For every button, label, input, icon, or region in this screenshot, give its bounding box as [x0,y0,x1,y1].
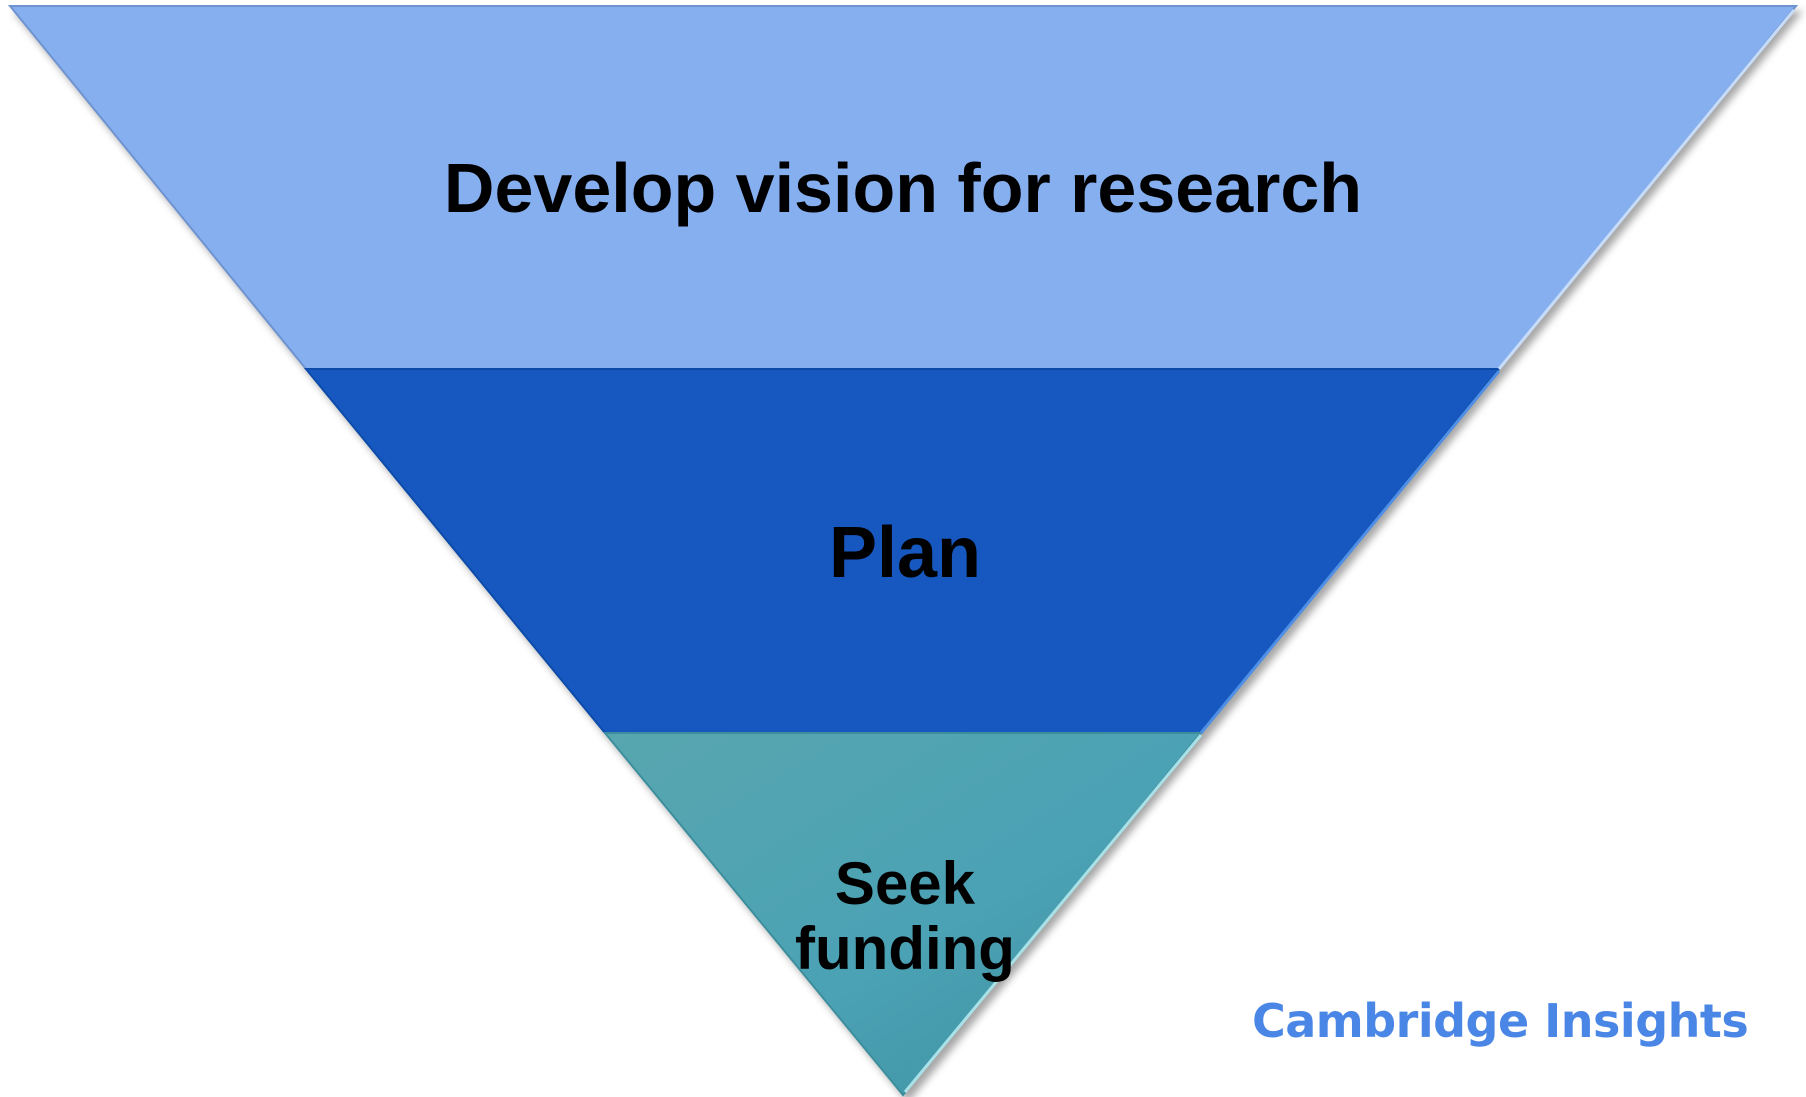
brand-logo-text: Cambridge Insights [1252,994,1749,1048]
tier-label-plan: Plan [829,513,981,593]
edge-highlight [1199,370,1501,734]
tier-label-funding-line2: funding [795,915,1015,982]
edge-highlight [903,734,1203,1093]
tier-label-vision: Develop vision for research [444,149,1362,227]
tier-label-funding: Seek [835,850,976,917]
edge-highlight [1497,9,1796,370]
